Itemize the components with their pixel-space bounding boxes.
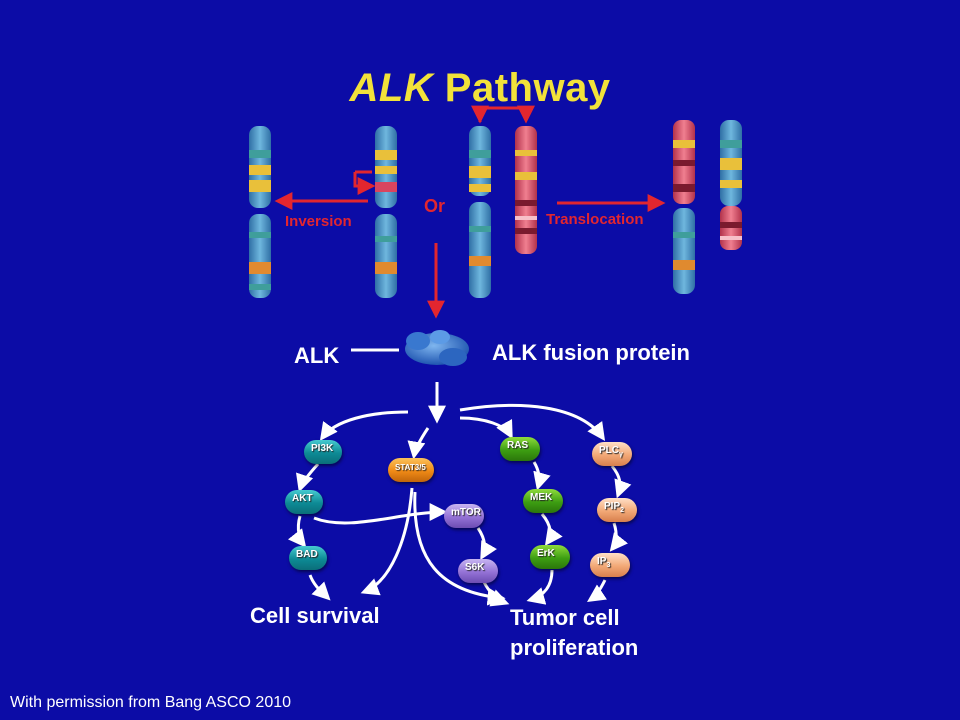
tumor-proliferation-label: Tumor cell proliferation	[510, 603, 638, 663]
slide-title: ALK Pathway	[0, 66, 960, 111]
node-akt-label: AKT	[292, 493, 313, 504]
pathway-arrows	[287, 382, 632, 607]
chromosome-partner	[515, 126, 537, 254]
node-mtor: mTOR	[444, 504, 484, 528]
node-ras-label: RAS	[507, 440, 529, 451]
node-pi3k-label: PI3K	[311, 443, 334, 454]
node-ras: RAS	[500, 437, 540, 461]
node-stat: STAT3/5	[388, 458, 434, 482]
node-mtor-label: mTOR	[451, 507, 481, 518]
tumor-line-1: Tumor cell	[510, 605, 620, 630]
node-ip3-label: IP3	[597, 556, 610, 569]
node-akt: AKT	[285, 490, 323, 514]
node-mek: MEK	[523, 489, 563, 513]
node-bad: BAD	[289, 546, 327, 570]
node-mek-label: MEK	[530, 492, 553, 503]
node-ip3-sub: 3	[606, 562, 611, 569]
node-stat-label: STAT3/5	[395, 463, 426, 472]
node-plc-label: PLCγ	[599, 445, 623, 458]
red-arrows	[274, 105, 666, 319]
node-plc: PLCγ	[592, 442, 632, 466]
chromosome-normal-2	[469, 126, 491, 298]
alk-label: ALK	[294, 343, 340, 368]
chromosome-normal-1	[249, 126, 271, 298]
inversion-label: Inversion	[285, 213, 352, 230]
title-rest: Pathway	[433, 66, 611, 110]
translocation-label: Translocation	[546, 211, 644, 228]
chromosome-translocated-1	[673, 120, 695, 294]
node-ip3: IP3	[590, 553, 630, 577]
node-pip2-label: PIP2	[604, 501, 624, 514]
node-bad-label: BAD	[296, 549, 318, 560]
chromosome-inverted	[375, 126, 397, 298]
fusion-protein-structure	[405, 330, 469, 366]
title-gene: ALK	[349, 66, 434, 110]
node-pip2-main: PIP	[604, 501, 621, 512]
chromosome-translocated-2	[720, 120, 742, 250]
credit-line: With permission from Bang ASCO 2010	[10, 694, 292, 711]
fusion-protein-label: ALK fusion protein	[492, 340, 690, 365]
node-pip2-sub: 2	[620, 507, 625, 514]
node-erk: ErK	[530, 545, 570, 569]
or-label: Or	[424, 196, 446, 216]
node-pi3k: PI3K	[304, 440, 342, 464]
node-s6k-label: S6K	[465, 562, 485, 573]
cell-survival-label: Cell survival	[250, 603, 380, 628]
node-pip2: PIP2	[597, 498, 637, 522]
node-plc-sub: γ	[619, 451, 623, 458]
tumor-line-2: proliferation	[510, 635, 639, 660]
node-plc-main: PLC	[599, 445, 619, 456]
node-erk-label: ErK	[537, 548, 555, 559]
node-s6k: S6K	[458, 559, 498, 583]
node-ip3-main: IP	[597, 556, 607, 567]
